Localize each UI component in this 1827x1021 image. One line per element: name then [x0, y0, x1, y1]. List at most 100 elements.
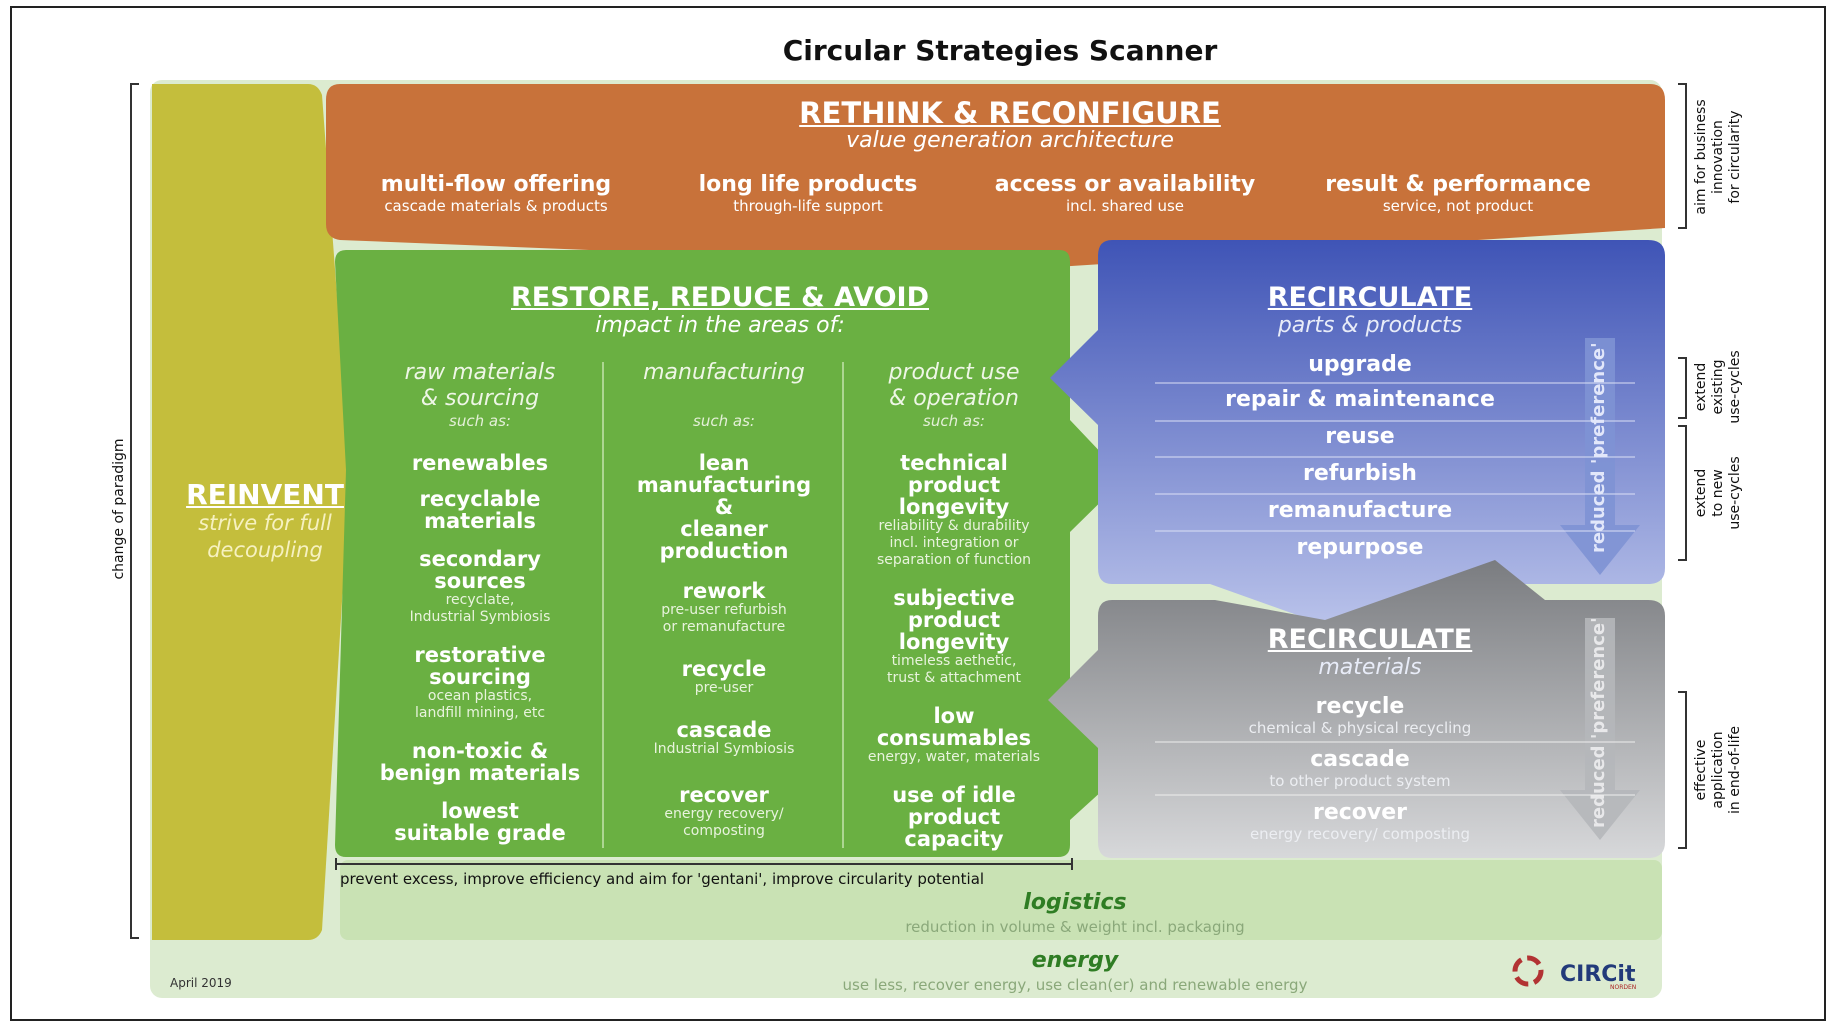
energy-title: energy — [1031, 948, 1119, 973]
right-label-line: extend — [1693, 468, 1709, 518]
strategy-item: suitable grade — [394, 821, 566, 845]
recirc-materials-item: recycle chemical & physical recycling — [1150, 694, 1570, 737]
restore-subheading: impact in the areas of: — [595, 313, 845, 338]
strategy-item: sources — [434, 569, 526, 593]
recirc-parts-item: refurbish — [1303, 461, 1417, 486]
recirc-materials-item-sub: to other product system — [1269, 772, 1451, 790]
right-label-line: aim for business — [1693, 99, 1709, 215]
recirc-materials-subheading: materials — [1318, 655, 1422, 680]
rethink-item-sub: through-life support — [733, 197, 883, 215]
reinvent-sub-line: decoupling — [207, 538, 323, 562]
recirc-materials-item: recover energy recovery/ composting — [1150, 800, 1570, 843]
strategy-item: benign materials — [379, 761, 581, 785]
restore-column-manufacturing: manufacturing such as: lean manufacturin… — [608, 360, 840, 858]
strategy-item: manufacturing — [636, 473, 812, 497]
rethink-item-title: access or availability — [994, 172, 1256, 197]
restore-bottom-note: prevent excess, improve efficiency and a… — [340, 870, 985, 888]
such-as-label: such as: — [693, 412, 755, 430]
strategy-sub: pre-user — [694, 680, 754, 696]
parts-arrow-label: reduced 'preference' — [1588, 342, 1609, 553]
rethink-item: result & performance service, not produc… — [1298, 172, 1618, 215]
strategy-item: & — [714, 495, 734, 519]
strategy-item: sourcing — [429, 665, 531, 689]
rethink-item-title: multi-flow offering — [380, 172, 612, 197]
rethink-item: multi-flow offering cascade materials & … — [336, 172, 656, 215]
strategy-sub: or remanufacture — [662, 619, 786, 635]
strategy-sub: recyclate, — [445, 592, 515, 608]
strategy-item: non-toxic & — [411, 739, 549, 763]
right-label-line: use-cycles — [1727, 350, 1743, 424]
strategy-sub: composting — [683, 823, 765, 839]
strategy-item: recycle — [681, 657, 767, 681]
reinvent-heading: REINVENT — [186, 478, 344, 511]
right-label-line: existing — [1710, 359, 1726, 415]
strategy-sub: landfill mining, etc — [414, 705, 546, 721]
right-label-existing: extend existing use-cycles — [1693, 337, 1747, 437]
rethink-shape — [326, 84, 1665, 268]
recirc-parts-item: reuse — [1325, 424, 1395, 449]
recirc-materials-item: cascade to other product system — [1150, 747, 1570, 790]
strategy-item: recover — [679, 783, 769, 807]
strategy-item: materials — [424, 509, 536, 533]
reinvent-shape — [152, 84, 350, 940]
right-label-line: extend — [1693, 362, 1709, 412]
right-bracket-4 — [1678, 691, 1687, 849]
recirc-materials-item-title: recover — [1312, 800, 1408, 825]
strategy-sub: trust & attachment — [886, 670, 1022, 686]
materials-down-arrow — [1560, 618, 1640, 840]
column-header: & operation — [889, 386, 1019, 411]
strategy-item: product — [907, 473, 1001, 497]
recirc-materials-item-title: recycle — [1315, 694, 1405, 719]
date-label: April 2019 — [170, 976, 232, 990]
energy-sub: use less, recover energy, use clean(er) … — [842, 976, 1308, 994]
strategy-item: renewables — [411, 451, 549, 475]
strategy-item: capacity — [904, 827, 1004, 851]
right-label-line: innovation — [1710, 120, 1726, 194]
logistics-sub: reduction in volume & weight incl. packa… — [905, 918, 1245, 936]
right-label-line: effective — [1693, 739, 1709, 801]
column-header: raw materials — [404, 360, 556, 385]
strategy-item: use of idle — [892, 783, 1016, 807]
reinvent-subheading: strive for full decoupling — [160, 510, 370, 564]
strategy-sub: separation of function — [876, 552, 1032, 568]
strategy-sub: Industrial Symbiosis — [409, 609, 551, 625]
recirc-parts-item: repair & maintenance — [1225, 387, 1495, 412]
recirc-parts-item: remanufacture — [1267, 498, 1453, 523]
strategy-item: low — [933, 704, 975, 728]
restore-column-product-use: product use & operation such as: technic… — [848, 360, 1060, 850]
column-header: & sourcing — [420, 386, 540, 411]
rethink-item-sub: cascade materials & products — [384, 197, 608, 215]
right-label-business: aim for business innovation for circular… — [1693, 82, 1747, 232]
rethink-subheading: value generation architecture — [846, 128, 1174, 153]
rethink-item-sub: incl. shared use — [1065, 197, 1185, 215]
right-label-new: extend to new use-cycles — [1693, 443, 1747, 543]
strategy-sub: timeless aethetic, — [891, 653, 1017, 669]
strategy-item: longevity — [898, 495, 1010, 519]
restore-shape — [335, 250, 1125, 857]
strategy-item: recyclable — [419, 487, 541, 511]
image-frame — [10, 6, 1826, 1021]
rethink-item-title: result & performance — [1325, 172, 1591, 197]
circit-logo: CIRCit — [1560, 962, 1636, 987]
strategy-item: technical — [900, 451, 1008, 475]
right-label-line: application — [1710, 731, 1726, 809]
strategy-item: cleaner — [680, 517, 768, 541]
rethink-item: access or availability incl. shared use — [965, 172, 1285, 215]
recirc-parts-item: upgrade — [1308, 352, 1412, 377]
recirc-parts-shape — [1050, 240, 1665, 625]
strategy-item: restorative — [414, 643, 546, 667]
recirc-materials-item-sub: chemical & physical recycling — [1248, 719, 1472, 737]
recirc-parts-heading: RECIRCULATE — [1267, 282, 1473, 313]
strategy-item: secondary — [419, 547, 541, 571]
such-as-label: such as: — [449, 412, 511, 430]
strategy-item: subjective — [893, 586, 1015, 610]
strategy-item: lean — [698, 451, 750, 475]
strategy-item: consumables — [876, 726, 1032, 750]
recirc-materials-shape — [1048, 560, 1665, 858]
logistics-title: logistics — [1023, 890, 1127, 915]
right-label-line: use-cycles — [1727, 456, 1743, 530]
materials-arrow-label: reduced 'preference' — [1588, 617, 1609, 828]
rethink-heading: RETHINK & RECONFIGURE — [799, 96, 1221, 130]
rethink-item-sub: service, not product — [1382, 197, 1534, 215]
